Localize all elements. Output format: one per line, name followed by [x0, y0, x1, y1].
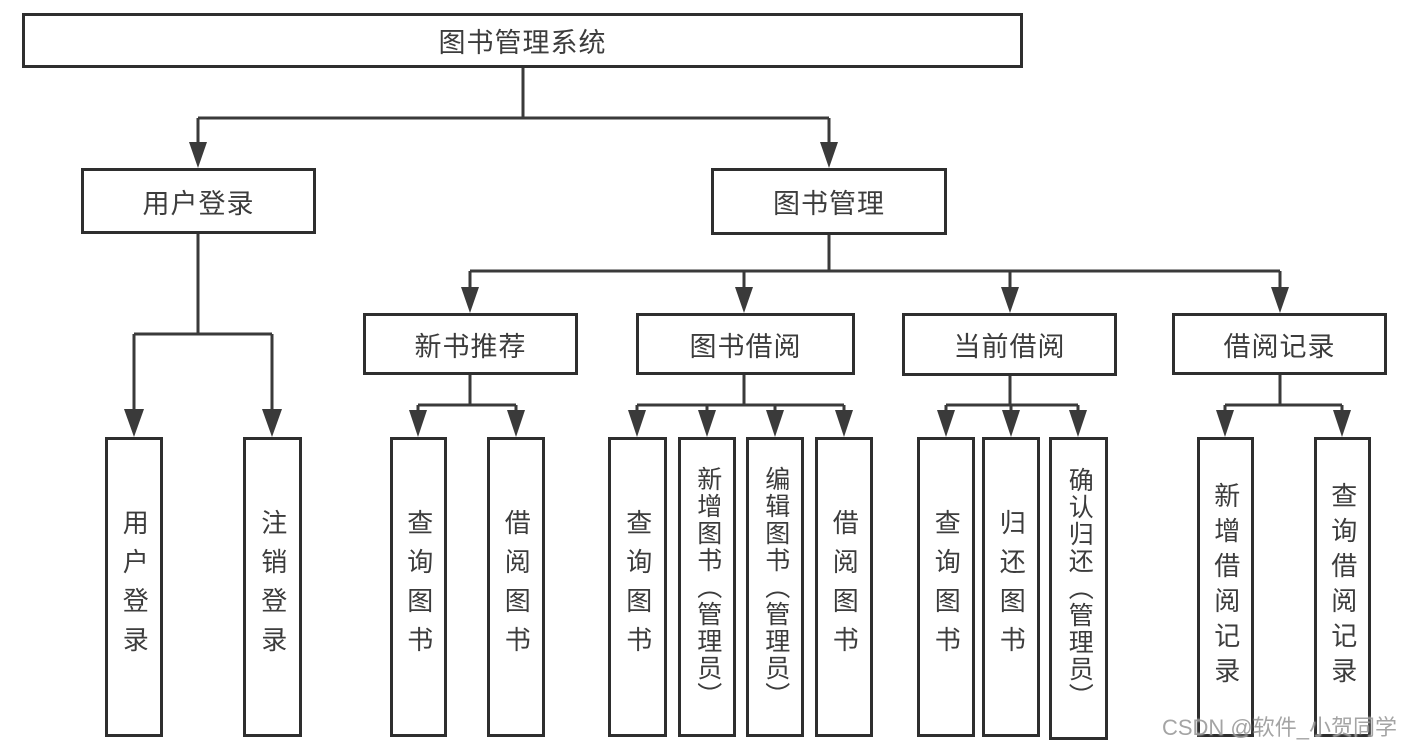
- node-label: 归还图书: [996, 509, 1027, 665]
- connector-user-login: [132, 233, 274, 413]
- node-label: 借阅记录: [1223, 331, 1336, 362]
- node-label: 借阅图书: [501, 509, 532, 665]
- arrowhead: [1216, 410, 1234, 437]
- leaf-add-book-admin: 新增图书（管理员）: [678, 437, 736, 737]
- node-label: 确认归还（管理员）: [1065, 467, 1094, 710]
- arrowheads: [124, 142, 1351, 437]
- leaf-add-borrow-record: 新增借阅记录: [1197, 437, 1254, 737]
- connector-current-borrow: [944, 375, 1080, 413]
- node-label: 用户登录: [119, 509, 150, 665]
- connector-book-borrow: [635, 375, 846, 413]
- node-user-login: 用户登录: [81, 168, 316, 234]
- csdn-watermark: CSDN @软件_小贺同学: [1161, 715, 1397, 740]
- leaf-return-book: 归还图书: [982, 437, 1040, 737]
- leaf-query-books-borrow: 查询图书: [608, 437, 667, 737]
- node-label: 借阅图书: [829, 509, 860, 665]
- arrowhead: [507, 410, 525, 437]
- node-label: 新增借阅记录: [1210, 482, 1241, 692]
- leaf-query-borrow-record: 查询借阅记录: [1314, 437, 1371, 737]
- arrowhead: [1333, 410, 1351, 437]
- leaf-borrow-books-recommend: 借阅图书: [487, 437, 545, 737]
- node-label: 编辑图书（管理员）: [761, 465, 790, 709]
- arrowhead: [1271, 287, 1289, 313]
- connector-root: [196, 68, 831, 146]
- leaf-user-login: 用户登录: [105, 437, 163, 737]
- arrowhead: [1002, 410, 1020, 437]
- arrowhead: [1001, 287, 1019, 313]
- connector-new-book-recommend: [416, 375, 518, 413]
- connector-borrow-records: [1223, 375, 1344, 413]
- arrowhead: [262, 409, 282, 437]
- arrowhead: [461, 287, 479, 313]
- node-book-borrow: 图书借阅: [636, 313, 855, 375]
- arrowhead: [820, 142, 838, 168]
- arrowhead: [766, 410, 784, 437]
- arrowhead: [124, 409, 144, 437]
- node-label: 新增图书（管理员）: [693, 465, 722, 709]
- node-label: 图书管理: [773, 189, 885, 219]
- node-borrow-records: 借阅记录: [1172, 313, 1387, 375]
- arrowhead: [628, 410, 646, 437]
- node-label: 查询图书: [622, 509, 653, 665]
- arrowhead: [1069, 410, 1087, 437]
- node-book-management: 图书管理: [711, 168, 947, 235]
- node-new-book-recommend: 新书推荐: [363, 313, 578, 375]
- node-label: 查询借阅记录: [1327, 482, 1358, 692]
- node-label: 注销登录: [257, 509, 288, 665]
- leaf-borrow-books: 借阅图书: [815, 437, 873, 737]
- node-library-management-system: 图书管理系统: [22, 13, 1023, 68]
- connector-book-management: [468, 235, 1282, 291]
- arrowhead: [835, 410, 853, 437]
- leaf-edit-book-admin: 编辑图书（管理员）: [746, 437, 804, 737]
- node-label: 用户登录: [142, 188, 255, 219]
- arrowhead: [698, 410, 716, 437]
- arrowhead: [409, 410, 427, 437]
- node-label: 图书管理系统: [438, 28, 607, 58]
- arrowhead: [735, 287, 753, 313]
- arrowhead: [937, 410, 955, 437]
- node-label: 新书推荐: [414, 331, 527, 362]
- leaf-query-books-recommend: 查询图书: [390, 437, 447, 737]
- leaf-logout: 注销登录: [243, 437, 302, 737]
- node-label: 当前借阅: [953, 332, 1066, 362]
- arrowhead: [189, 142, 207, 168]
- node-label: 查询图书: [403, 509, 434, 665]
- leaf-query-books-current: 查询图书: [917, 437, 975, 737]
- node-current-borrow: 当前借阅: [902, 313, 1117, 376]
- node-label: 查询图书: [931, 509, 962, 665]
- leaf-confirm-return-admin: 确认归还（管理员）: [1049, 437, 1108, 740]
- node-label: 图书借阅: [689, 331, 802, 362]
